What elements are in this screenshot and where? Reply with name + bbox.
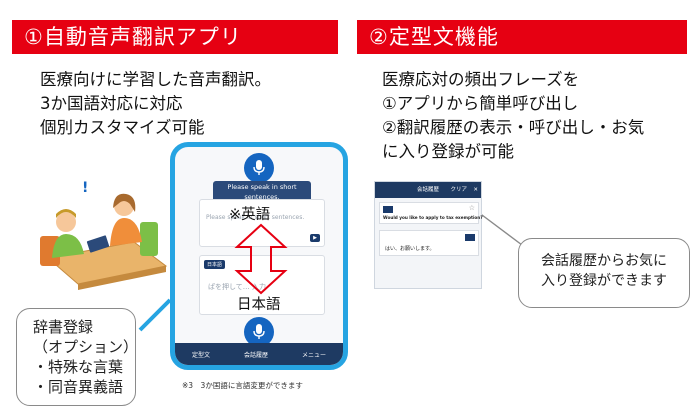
section1-banner: ①自動音声翻訳アプリ	[12, 20, 338, 54]
swap-arrow-icon	[234, 223, 288, 295]
question-text: Would you like to apply to tax exemption…	[383, 215, 483, 220]
dictionary-line: ・同音異義語	[33, 378, 124, 396]
footnote: ※3 3か国語に言語変更ができます	[182, 381, 303, 390]
english-card[interactable]: Please speak in short sentences. ▶	[199, 199, 325, 247]
history-callout: 会話履歴からお気に 入り登録ができます	[518, 238, 690, 308]
top-mic-button[interactable]	[244, 153, 274, 183]
nav-history[interactable]: 会話履歴	[243, 351, 268, 359]
section2-banner: ②定型文機能	[357, 20, 687, 54]
history-title: 会話履歴	[416, 187, 439, 193]
svg-text:!: !	[82, 180, 88, 196]
english-label: ※英語	[229, 207, 271, 223]
speak-hint-line: sentences.	[244, 193, 280, 201]
language-chip	[383, 206, 393, 213]
history-callout-line: 会話履歴からお気に	[541, 253, 667, 269]
answer-text: はい、お願いします。	[385, 246, 435, 252]
section2-line: ①アプリから簡単呼び出し	[382, 94, 579, 113]
microphone-icon	[253, 324, 265, 339]
microphone-icon	[253, 160, 265, 175]
section1-line: 3か国語対応に対応	[40, 94, 183, 113]
translate-chip[interactable]: ▶	[310, 234, 320, 242]
language-chip	[465, 234, 475, 241]
history-callout-line: 入り登録ができます	[541, 273, 667, 289]
section1-line: 医療向けに学習した音声翻訳。	[40, 70, 271, 89]
section1-description: 医療向けに学習した音声翻訳。 3か国語対応に対応 個別カスタマイズ可能	[40, 68, 340, 140]
section1-line: 個別カスタマイズ可能	[40, 118, 205, 137]
speak-hint-line: Please speak in short	[227, 183, 297, 191]
nav-menu[interactable]: メニュー	[301, 351, 326, 359]
dictionary-line: （オプション）	[33, 338, 139, 356]
clear-button[interactable]: クリア	[450, 187, 467, 193]
dictionary-callout: 辞書登録 （オプション） ・特殊な言葉 ・同音異義語	[16, 308, 139, 406]
translation-app-screen: Please speak in short sentences. Please …	[170, 142, 348, 370]
speak-hint-tooltip: Please speak in short sentences.	[213, 181, 311, 203]
section2-line: ②翻訳履歴の表示・呼び出し・お気	[382, 118, 645, 137]
history-screen: 会話履歴 クリア ✕ ☆ Would you like to apply to …	[374, 181, 483, 289]
close-icon[interactable]: ✕	[473, 187, 478, 193]
history-item-answer[interactable]: はい、お願いします。	[379, 230, 479, 256]
history-item-question[interactable]: ☆ Would you like to apply to tax exempti…	[379, 202, 483, 224]
bottom-mic-button[interactable]	[244, 317, 274, 347]
japanese-tag: 日本語	[204, 260, 226, 269]
japanese-card[interactable]: 日本語 ぱを押して… 入力	[199, 255, 325, 315]
section2-line: 医療応対の頻出フレーズを	[382, 70, 580, 89]
bottom-navigation: 定型文 会話履歴 メニュー	[175, 343, 343, 365]
section2-description: 医療応対の頻出フレーズを ①アプリから簡単呼び出し ②翻訳履歴の表示・呼び出し・…	[382, 68, 692, 164]
nav-phrases[interactable]: 定型文	[191, 351, 210, 359]
history-header: 会話履歴 クリア ✕	[375, 182, 481, 198]
dictionary-line: 辞書登録	[33, 318, 94, 336]
english-faint-text: Please speak in short sentences.	[206, 214, 305, 221]
japanese-faint-text: ぱを押して… 入力	[208, 283, 267, 291]
japanese-label: 日本語	[237, 297, 281, 313]
section2-line: に入り登録が可能	[382, 142, 514, 161]
consultation-illustration: !	[40, 180, 168, 290]
dictionary-line: ・特殊な言葉	[33, 358, 124, 376]
star-icon[interactable]: ☆	[468, 204, 475, 212]
